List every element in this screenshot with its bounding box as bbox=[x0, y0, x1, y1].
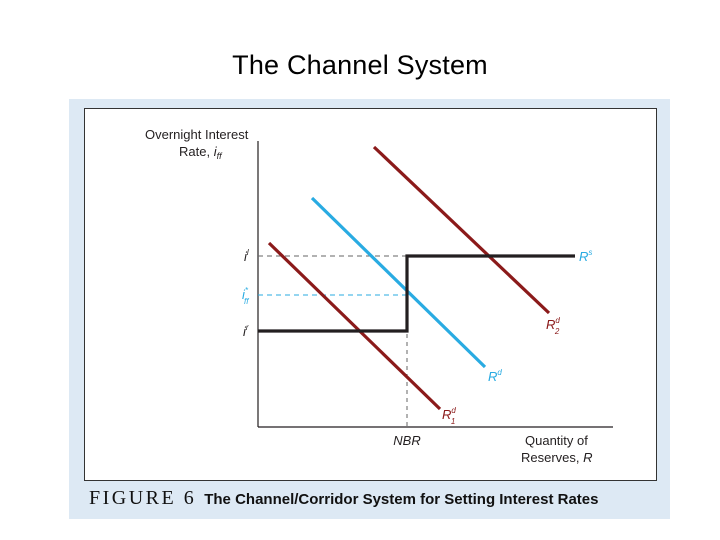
figure-title: The Channel/Corridor System for Setting … bbox=[204, 491, 599, 508]
demand-curve-rd bbox=[310, 196, 487, 369]
demand-curve-rd2 bbox=[372, 145, 551, 315]
curve-label-rs: Rs bbox=[579, 248, 592, 264]
channel-system-diagram: Overnight Interest Rate, iff il i*ff ir … bbox=[145, 127, 613, 465]
figure-number: FIGURE 6 bbox=[89, 487, 197, 509]
slide-title: The Channel System bbox=[232, 50, 488, 80]
rate-label-il: il bbox=[244, 248, 249, 264]
rate-label-ir: ir bbox=[243, 323, 249, 339]
rate-label-iff-star: i*ff bbox=[242, 286, 249, 306]
demand-curve-rd1 bbox=[267, 241, 442, 411]
y-axis-label-line2: Rate, iff bbox=[179, 144, 223, 161]
figure-frame: Overnight Interest Rate, iff il i*ff ir … bbox=[69, 99, 670, 519]
figure-caption: FIGURE 6 The Channel/Corridor System for … bbox=[89, 487, 598, 511]
supply-curve-rs bbox=[258, 254, 575, 333]
x-axis-label-line1: Quantity of bbox=[525, 433, 588, 448]
nbr-label: NBR bbox=[393, 433, 420, 448]
curve-label-rd: Rd bbox=[488, 368, 502, 384]
y-axis-label-line1: Overnight Interest bbox=[145, 127, 249, 142]
diagram-panel: Overnight Interest Rate, iff il i*ff ir … bbox=[84, 108, 657, 481]
x-axis-label-line2: Reserves, R bbox=[521, 450, 593, 465]
